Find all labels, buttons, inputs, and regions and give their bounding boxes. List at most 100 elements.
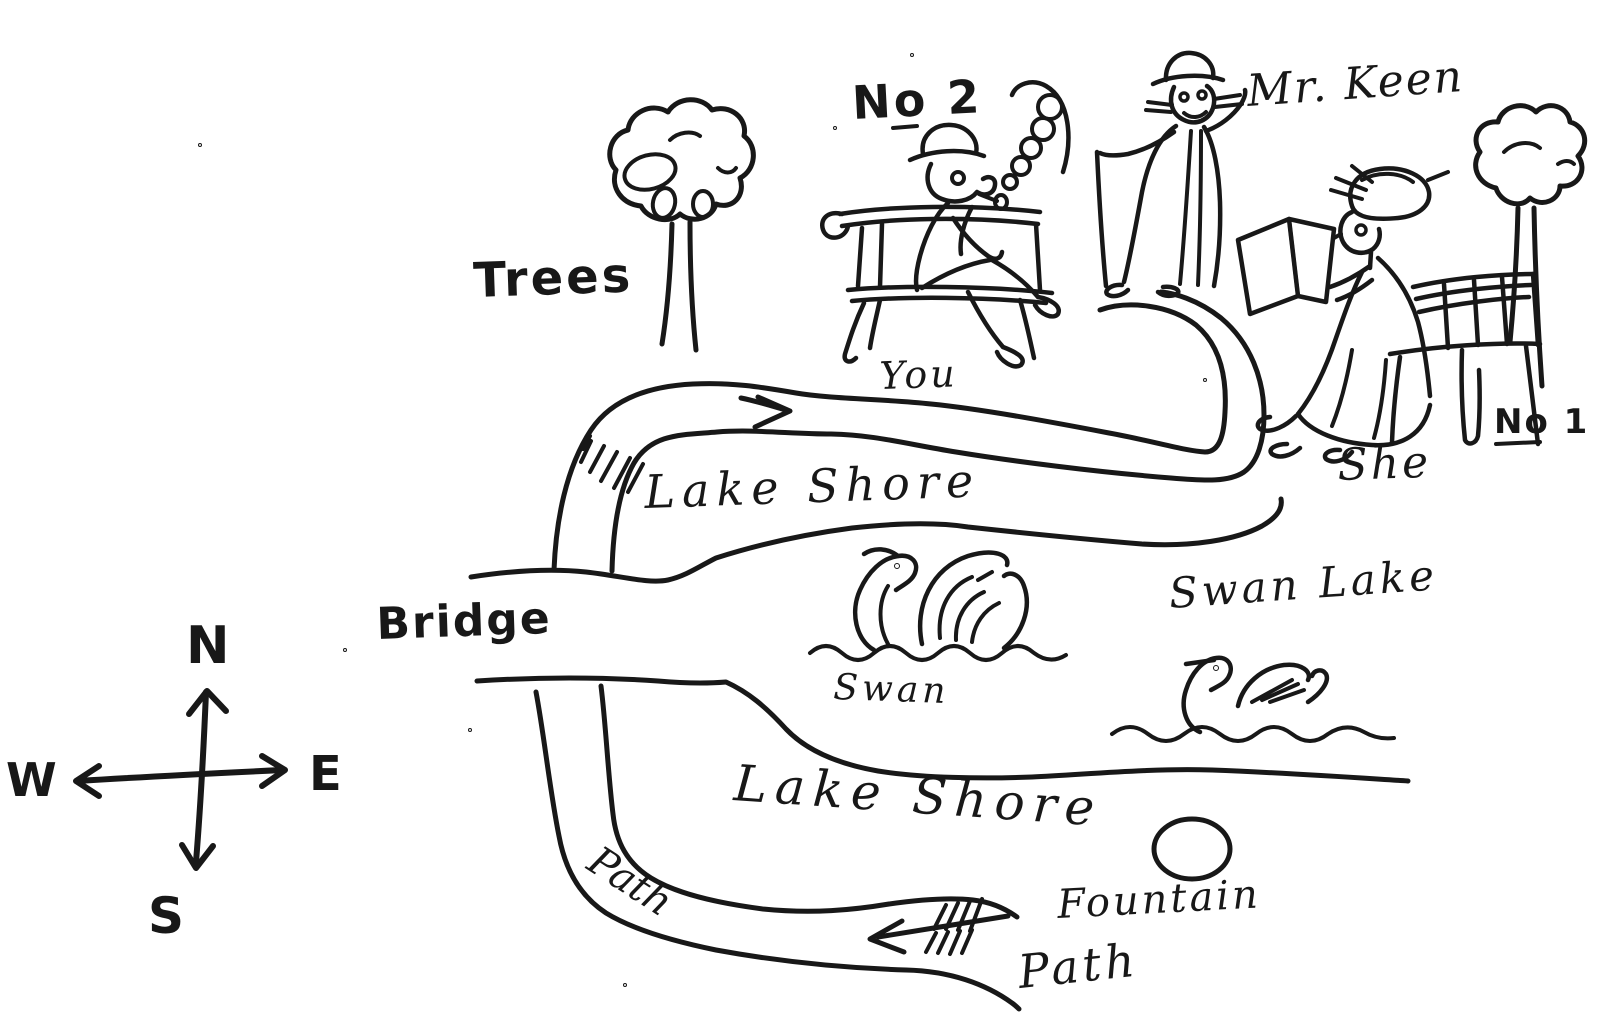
keen-smile	[1182, 110, 1208, 119]
lake-shore-lower-label: Lake Shore	[731, 754, 1104, 838]
tree-canopy	[607, 97, 756, 223]
keen-arm	[1203, 87, 1248, 134]
tree-canopy-detail	[691, 189, 715, 219]
keen-eye	[1178, 91, 1190, 103]
duck-wing-feather	[1260, 682, 1300, 702]
keen-coat-fold	[1178, 129, 1193, 286]
bench-slat	[1441, 281, 1451, 351]
she-label: She	[1337, 437, 1432, 491]
west-direction-feathered-arrow-icon	[867, 897, 1011, 956]
south-path	[533, 683, 1022, 1012]
compass-horizontal-line	[75, 767, 285, 784]
tree-trunk	[1531, 205, 1545, 389]
tree-canopy	[1473, 103, 1588, 207]
bench-back-rail	[837, 204, 1043, 217]
bridge-upper-rail-and-north-shore	[468, 496, 1284, 584]
east-direction-arrow-icon	[738, 394, 793, 430]
woman-skirt-fold	[1372, 358, 1388, 440]
swan-drawing	[808, 547, 1068, 662]
path-outer-edge	[551, 302, 1228, 573]
woman-hatpin	[1329, 188, 1364, 201]
woman-hatpin	[1426, 170, 1450, 182]
fountain-label: Fountain	[1055, 871, 1262, 928]
bench-leg	[1523, 343, 1541, 447]
keen-coat	[1201, 124, 1223, 289]
compass-north-label: N	[186, 616, 230, 676]
bench-armrest-curl	[820, 210, 851, 240]
bench-leg	[1459, 347, 1482, 446]
bench-slat	[1530, 271, 1541, 348]
bench-leg	[842, 300, 867, 364]
woman-arm	[1327, 263, 1373, 290]
woman-skirt-ruffle	[1255, 413, 1299, 433]
woman-dress-front	[1295, 269, 1365, 417]
swan-neck-inner	[878, 584, 890, 646]
compass-east-arrowhead-icon	[259, 753, 288, 789]
keen-hat-brim	[1150, 73, 1226, 87]
swan-wing-feather	[976, 570, 994, 582]
bench-back-rail	[1416, 294, 1532, 315]
bench-leg	[1017, 297, 1037, 361]
bench-leg	[1389, 354, 1403, 445]
woman-hatpin	[1350, 164, 1374, 184]
man-eye	[950, 170, 966, 186]
woman-skirt-fold	[1330, 348, 1354, 428]
keen-whisker	[1146, 100, 1174, 107]
swan-tail	[1001, 571, 1030, 651]
keen-arm	[1097, 129, 1177, 158]
woman-hatpin	[1334, 176, 1368, 192]
bench-slat	[1471, 277, 1481, 348]
swan-label: Swan	[833, 667, 950, 712]
no1-underline	[1494, 440, 1542, 446]
man-torso	[913, 200, 951, 293]
duck-drawing	[1110, 655, 1396, 743]
lake-shore-path	[551, 289, 1267, 574]
scan-speckles	[198, 53, 1207, 987]
duck-wing	[1235, 662, 1312, 709]
trees-label: Trees	[472, 247, 634, 309]
no2-underline	[891, 124, 919, 130]
fountain-circle	[1151, 816, 1233, 882]
pipe-smoke-coil	[1001, 80, 1071, 191]
keen-shoe	[1155, 284, 1181, 299]
path-outer-edge	[533, 689, 1022, 1012]
keen-whisker	[1144, 108, 1173, 114]
woman-shoe	[1268, 441, 1303, 459]
bench-seat	[845, 284, 1055, 296]
keen-eye	[1196, 89, 1208, 101]
path-upper-label: Path	[579, 837, 681, 926]
bench-slat	[1033, 221, 1043, 293]
mr-keen-label: Mr. Keen	[1244, 51, 1465, 117]
swan-beak	[861, 547, 901, 559]
swan-lake-label: Swan Lake	[1167, 550, 1439, 618]
path-inner-edge	[598, 683, 1020, 920]
bench-no1	[1387, 271, 1543, 447]
keen-shoe	[1104, 282, 1131, 299]
tree-canopy-detail	[1556, 159, 1576, 166]
swan-wing-feather	[953, 590, 986, 642]
bench-seat	[849, 295, 1049, 306]
woman-shoe	[1322, 447, 1355, 464]
compass-north-arrowhead-icon	[186, 688, 229, 717]
woman-face	[1338, 209, 1382, 256]
water-ripples	[1110, 725, 1396, 743]
compass-south-arrowhead-icon	[179, 842, 216, 871]
tree-trunk	[687, 219, 699, 353]
woman-reading-figure	[1235, 164, 1450, 464]
compass-west-label: W	[6, 753, 57, 807]
tree-canopy-detail	[716, 166, 738, 175]
bench-back-rail	[839, 216, 1041, 229]
book-fold	[1287, 217, 1300, 298]
compass-west-arrowhead-icon	[73, 763, 102, 799]
bench-seat	[1387, 341, 1543, 357]
water-ripples	[808, 644, 1068, 662]
bench-back-rail	[1413, 282, 1534, 302]
tree-canopy-detail	[668, 130, 702, 142]
man-face	[925, 161, 998, 204]
bridge	[468, 496, 1411, 784]
woman-dress-back	[1375, 255, 1433, 399]
man-foot	[1032, 294, 1061, 319]
bench-slat	[855, 225, 865, 289]
duck-tail	[1305, 668, 1330, 705]
man-arm	[950, 215, 1005, 262]
